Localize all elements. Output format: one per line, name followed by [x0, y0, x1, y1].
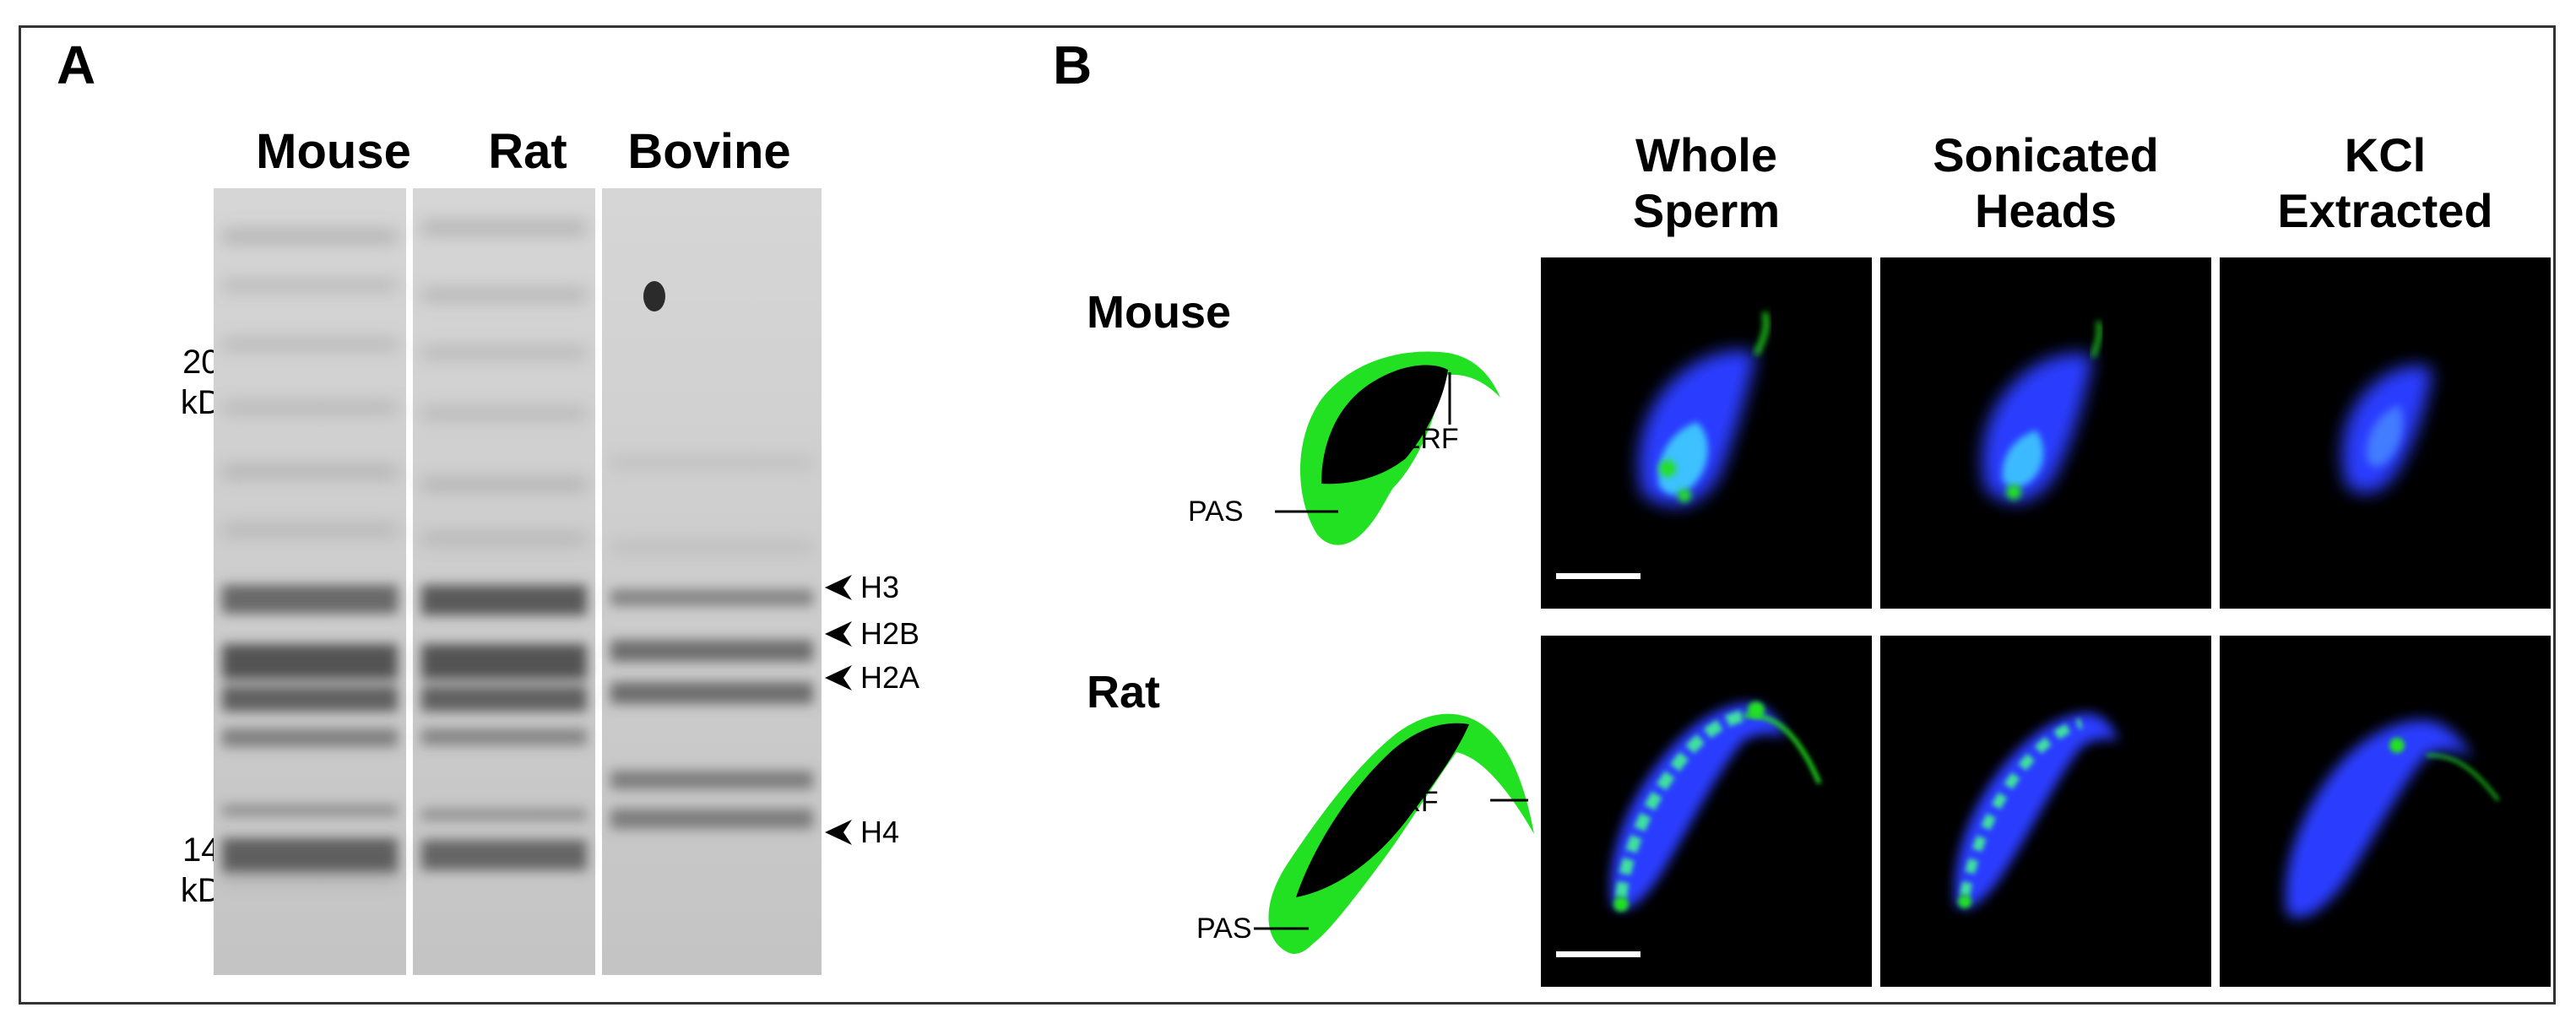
mouse-sperm-diagram: [1275, 351, 1500, 545]
micrograph-mouse-whole-sperm: [1541, 257, 1872, 609]
band-label-h3: H3: [860, 570, 900, 604]
col-label-kcl-extracted: KCl Extracted: [2220, 127, 2551, 239]
col-label-line: Sperm: [1632, 184, 1781, 238]
lane-label-rat: Rat: [488, 124, 567, 179]
species-label-mouse: Mouse: [1087, 287, 1232, 338]
mouse-perf-label: PERF: [1382, 423, 1459, 455]
arrowhead-icon: [825, 621, 852, 647]
panel-a-letter: A: [57, 35, 96, 95]
micrograph-mouse-kcl-extracted: [2220, 257, 2551, 609]
lane-label-mouse: Mouse: [256, 124, 411, 179]
species-label-rat: Rat: [1087, 667, 1161, 718]
micrograph-mouse-sonicated-heads: [1880, 257, 2211, 609]
rat-sperm-diagram: [1254, 713, 1534, 954]
figure-frame: A Mouse Rat Bovine 20 - kDa 14 - kDa: [19, 25, 2556, 1005]
col-label-line: Extracted: [2277, 184, 2493, 238]
scale-bar: [1556, 951, 1641, 957]
col-label-line: KCl: [2344, 128, 2427, 181]
micrograph-rat-kcl-extracted: [2220, 636, 2551, 987]
band-label-h2b: H2B: [860, 616, 920, 651]
panel-b-letter: B: [1053, 35, 1093, 95]
band-label-h2a: H2A: [860, 660, 920, 695]
arrowhead-icon: [825, 575, 852, 600]
mouse-pas-label: PAS: [1188, 496, 1244, 528]
rat-pas-label: PAS: [1196, 913, 1252, 945]
gel-lane-rat: [413, 188, 595, 975]
micrograph-rat-whole-sperm: [1541, 636, 1872, 987]
col-label-whole-sperm: Whole Sperm: [1541, 127, 1872, 239]
band-label-h4: H4: [860, 815, 900, 849]
rat-stain-shape: [1268, 713, 1534, 954]
lane-label-bovine: Bovine: [627, 124, 791, 179]
gel-image: [214, 188, 822, 975]
gel-lane-mouse: [214, 188, 406, 975]
scale-bar: [1556, 573, 1641, 579]
arrowhead-icon: [825, 820, 852, 845]
arrowhead-icon: [825, 665, 852, 691]
col-label-line: Whole: [1635, 128, 1777, 181]
mouse-head-shape: [1321, 365, 1448, 485]
col-label-sonicated-heads: Sonicated Heads: [1880, 127, 2211, 239]
gel-lane-bovine: [602, 188, 822, 975]
col-label-line: Sonicated: [1933, 128, 2159, 181]
col-label-line: Heads: [1974, 184, 2118, 238]
rat-head-shape: [1296, 723, 1469, 897]
rat-perf-label: PERF: [1362, 786, 1439, 818]
micrograph-rat-sonicated-heads: [1880, 636, 2211, 987]
gel-artifact-spot: [643, 281, 665, 311]
